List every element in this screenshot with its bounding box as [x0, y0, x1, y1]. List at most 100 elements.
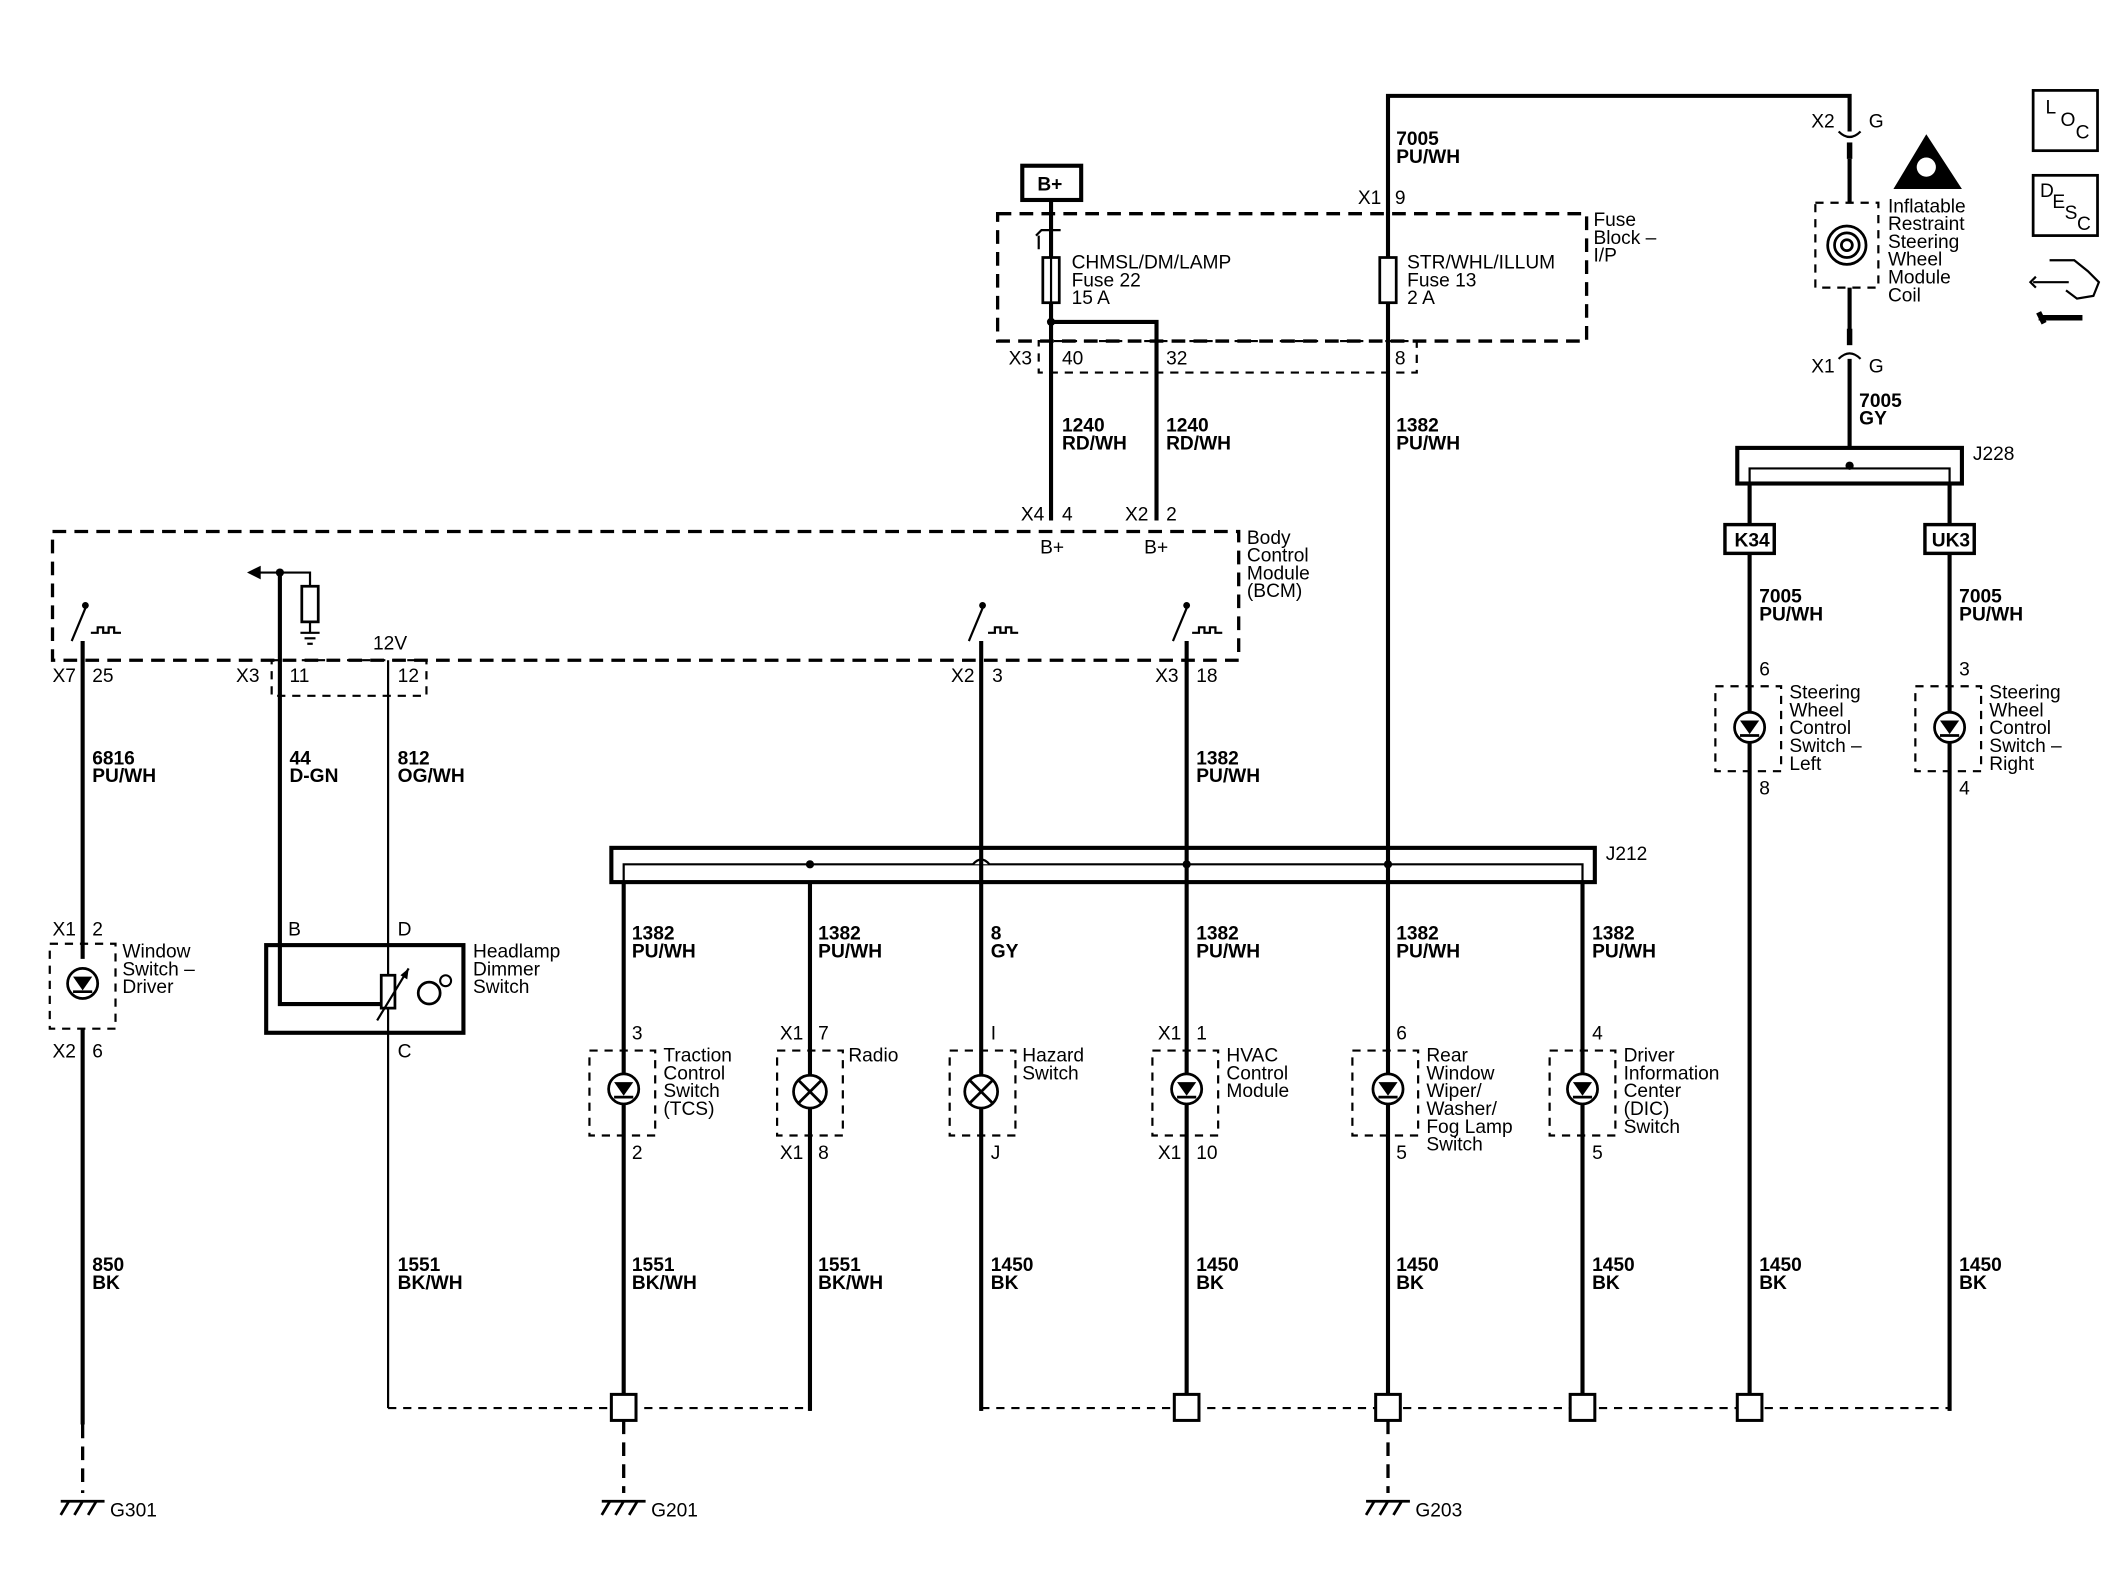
svg-text:25: 25	[92, 666, 113, 687]
svg-text:Control: Control	[1247, 546, 1309, 567]
svg-text:32: 32	[1166, 348, 1187, 369]
svg-text:Steering: Steering	[1888, 232, 1959, 253]
wire-7005-r-label: 7005	[1959, 587, 2002, 608]
loc-icon[interactable]: L O C	[2031, 89, 2099, 153]
svg-text:Center: Center	[1624, 1081, 1682, 1102]
fuse-block	[995, 212, 1589, 343]
svg-text:OG/WH: OG/WH	[398, 766, 465, 787]
svg-text:C: C	[2076, 122, 2090, 143]
svg-text:RD/WH: RD/WH	[1166, 433, 1231, 454]
svg-text:Module: Module	[1888, 268, 1951, 289]
svg-text:BK: BK	[1592, 1273, 1620, 1294]
wire-1382-dic-label: 1382	[1592, 924, 1635, 945]
dic-box	[1548, 1049, 1617, 1137]
svg-text:BK: BK	[92, 1273, 120, 1294]
svg-text:X2: X2	[53, 1041, 76, 1062]
hazard-title: Hazard Switch	[1022, 1046, 1084, 1085]
svg-text:Rear: Rear	[1426, 1046, 1468, 1067]
svg-text:Switch –: Switch –	[122, 959, 195, 980]
svg-text:40: 40	[1062, 348, 1083, 369]
wire-1240b-label: 1240	[1166, 415, 1209, 436]
svg-text:X3: X3	[1155, 666, 1178, 687]
svg-text:STR/WHL/ILLUM: STR/WHL/ILLUM	[1407, 252, 1555, 273]
wire-1551-a-label: 1551	[398, 1255, 441, 1276]
connector-repair-icon[interactable]	[2028, 259, 2101, 325]
svg-text:15 A: 15 A	[1072, 288, 1111, 309]
fuse-block-connector	[1035, 229, 1061, 250]
svg-text:PU/WH: PU/WH	[1196, 766, 1260, 787]
svg-text:C: C	[2077, 214, 2091, 235]
svg-text:(TCS): (TCS)	[663, 1099, 714, 1120]
svg-text:Fuse 22: Fuse 22	[1072, 270, 1141, 291]
splice-j212	[609, 845, 1597, 905]
wire-1450-d-label: 1450	[1592, 1255, 1635, 1276]
svg-text:BK/WH: BK/WH	[818, 1273, 883, 1294]
svg-text:J: J	[991, 1143, 1001, 1164]
wire-1382-radio-label: 1382	[818, 924, 861, 945]
desc-icon[interactable]: D E S C	[2031, 173, 2099, 237]
svg-text:D: D	[2040, 181, 2054, 202]
svg-text:PU/WH: PU/WH	[1959, 604, 2023, 625]
led-icon	[1566, 1072, 1599, 1106]
ground-g301-label: G301	[110, 1500, 157, 1521]
headlamp-dimmer-title: Headlamp Dimmer Switch	[473, 941, 560, 998]
svg-text:PU/WH: PU/WH	[1196, 941, 1260, 962]
svg-text:Control: Control	[1989, 718, 2051, 739]
fuse-block-x3-connector	[1037, 339, 1418, 374]
wire-7005-l-label: 7005	[1759, 587, 1802, 608]
led-icon	[1371, 1072, 1405, 1106]
svg-text:PU/WH: PU/WH	[818, 941, 882, 962]
svg-text:Switch: Switch	[1022, 1063, 1078, 1084]
hvac-title: HVAC Control Module	[1226, 1046, 1289, 1103]
svg-text:5: 5	[1396, 1143, 1407, 1164]
svg-text:B+: B+	[1040, 537, 1064, 558]
hazard-box	[948, 1049, 1017, 1137]
headlamp-dimmer-box	[264, 943, 466, 1035]
svg-text:12V: 12V	[373, 633, 407, 654]
svg-text:Restraint: Restraint	[1888, 214, 1965, 235]
svg-text:8: 8	[818, 1143, 829, 1164]
svg-text:PU/WH: PU/WH	[1759, 604, 1823, 625]
led-icon	[66, 967, 100, 1000]
led-icon	[1733, 710, 1767, 744]
wire-850-label: 850	[92, 1255, 124, 1276]
k34-box: K34	[1723, 522, 1776, 556]
clockspring-icon	[1826, 224, 1868, 266]
svg-text:X3: X3	[1009, 348, 1032, 369]
svg-text:4: 4	[1959, 778, 1970, 799]
svg-text:X2: X2	[1125, 504, 1148, 525]
rear-wiper-box	[1351, 1049, 1420, 1137]
svg-text:Window: Window	[1426, 1063, 1494, 1084]
svg-text:Left: Left	[1789, 754, 1822, 775]
svg-text:12: 12	[398, 666, 419, 687]
wire-1551-b-label: 1551	[632, 1255, 675, 1276]
svg-text:G: G	[1869, 111, 1884, 132]
splice-j228-label: J228	[1973, 444, 2015, 465]
svg-text:B+: B+	[1037, 174, 1062, 195]
svg-text:Switch: Switch	[663, 1081, 719, 1102]
radio-box	[775, 1049, 844, 1137]
svg-text:Control: Control	[1789, 718, 1851, 739]
svg-text:BK/WH: BK/WH	[632, 1273, 697, 1294]
svg-text:X3: X3	[236, 666, 259, 687]
svg-text:Switch: Switch	[1624, 1117, 1680, 1138]
wire-812-label: 812	[398, 748, 430, 769]
wire-1382-main-label: 1382	[1396, 415, 1439, 436]
svg-text:Information: Information	[1624, 1063, 1720, 1084]
svg-text:Traction: Traction	[663, 1046, 731, 1067]
svg-text:B+: B+	[1144, 537, 1168, 558]
svg-text:Switch: Switch	[1426, 1135, 1482, 1156]
wire-1450-a-label: 1450	[991, 1255, 1034, 1276]
svg-text:Fog Lamp: Fog Lamp	[1426, 1117, 1512, 1138]
fuse-13	[1378, 256, 1398, 305]
svg-text:Module: Module	[1226, 1081, 1289, 1102]
svg-text:3: 3	[632, 1024, 643, 1045]
svg-text:BK: BK	[1959, 1273, 1987, 1294]
dic-title: Driver Information Center (DIC) Switch	[1624, 1046, 1720, 1138]
svg-text:BK: BK	[1396, 1273, 1424, 1294]
bcm-x3-connector	[270, 659, 428, 697]
svg-text:PU/WH: PU/WH	[1396, 147, 1460, 168]
svg-text:2: 2	[92, 920, 103, 941]
svg-text:I: I	[991, 1024, 996, 1045]
